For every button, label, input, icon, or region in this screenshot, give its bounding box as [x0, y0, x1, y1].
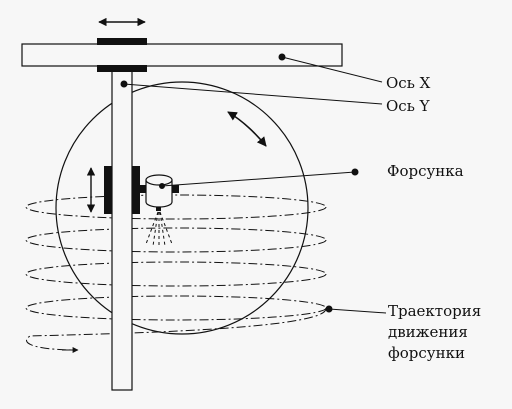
- label-trajectory-2: движения: [388, 323, 468, 341]
- y-axis-column: [111, 65, 133, 391]
- label-trajectory-1: Траектория: [388, 302, 481, 320]
- x-carriage-top: [97, 38, 147, 45]
- trajectory-loop-2: [25, 227, 327, 253]
- label-trajectory-3: форсунки: [388, 344, 465, 362]
- trajectory-loop-3: [25, 261, 327, 287]
- label-axis-x: Ось X: [386, 74, 431, 92]
- trajectory-loops: [25, 194, 327, 351]
- x-carriage-bottom: [97, 65, 147, 72]
- vessel-circle: [55, 81, 309, 335]
- x-axis-beam: [21, 43, 343, 67]
- leaders: [120, 53, 387, 314]
- trajectory-tail: [25, 307, 327, 351]
- label-axis-y: Ось Y: [386, 97, 431, 115]
- spray-pattern: [145, 211, 173, 248]
- label-nozzle: Форсунка: [387, 162, 464, 180]
- rotation-arrow: [227, 111, 267, 147]
- trajectory-loop-4: [25, 295, 327, 321]
- y-carriage-left: [104, 166, 112, 214]
- nozzle-holder: [140, 185, 148, 193]
- y-carriage-right: [132, 166, 140, 214]
- nozzle-icon: [145, 174, 179, 211]
- trajectory-loop-1: [25, 194, 327, 220]
